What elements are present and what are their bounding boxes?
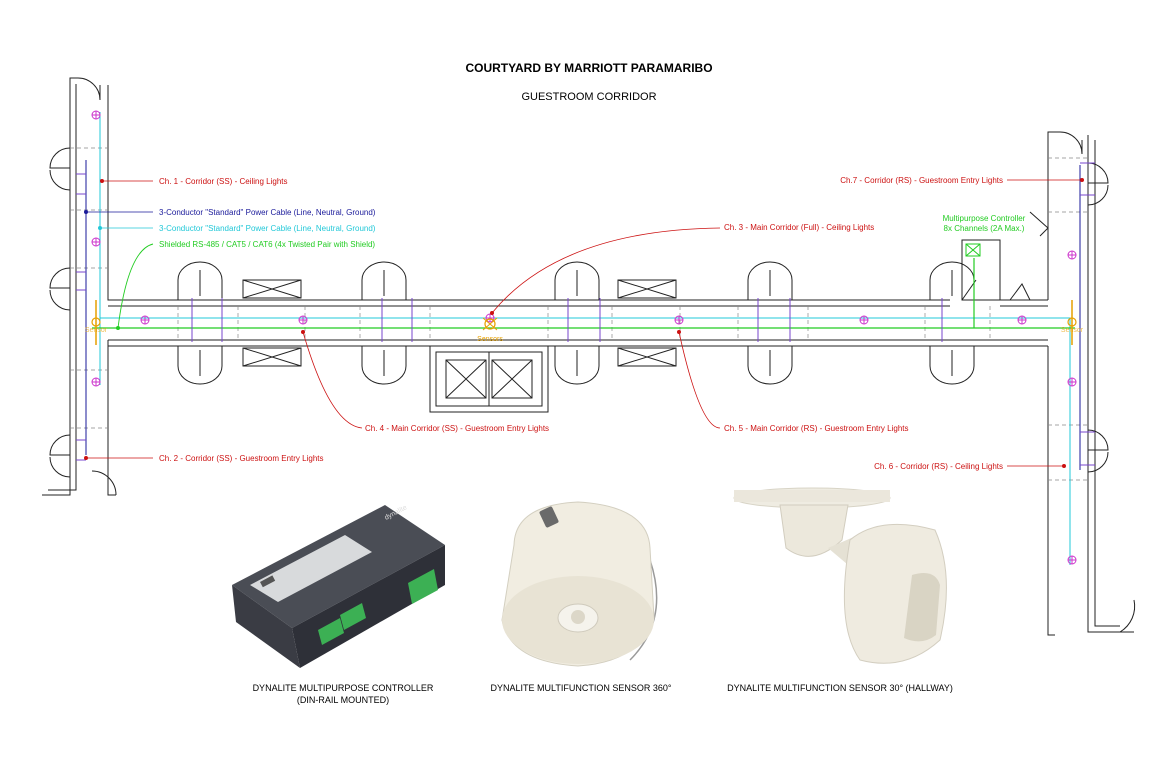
cables: [76, 112, 1095, 565]
ceiling-light-icons: [91, 110, 1077, 565]
product-sensor-360-image: [501, 501, 658, 667]
diagram-title: COURTYARD BY MARRIOTT PARAMARIBO: [465, 61, 712, 75]
sensor-label-center: Sensors: [477, 336, 503, 343]
label-ch7: Ch.7 - Corridor (RS) - Guestroom Entry L…: [840, 176, 1003, 185]
left-wing-walls: [42, 77, 178, 496]
label-ch4: Ch. 4 - Main Corridor (SS) - Guestroom E…: [365, 424, 549, 433]
ceiling-light-icon: [674, 315, 684, 325]
elevator-block: [429, 345, 549, 413]
callout-dots: [84, 178, 1084, 468]
ceiling-light-icon: [298, 315, 308, 325]
ceiling-light-icon: [91, 110, 101, 120]
controller-icon: [965, 243, 981, 257]
shaft-boxes: [242, 279, 677, 367]
ceiling-light-icon: [1017, 315, 1027, 325]
legend-power-cable-navy: 3-Conductor "Standard" Power Cable (Line…: [159, 208, 376, 217]
product-controller-image: dynalite: [232, 504, 445, 668]
product-sensor-30-image: [733, 487, 947, 664]
ceiling-light-icon: [91, 377, 101, 387]
upper-door-pods: [177, 261, 975, 300]
right-wing-walls: [1029, 131, 1136, 636]
controller-label-line1: Multipurpose Controller: [943, 214, 1026, 223]
sensor-icon-right: [1067, 300, 1077, 345]
caption-controller-line1: DYNALITE MULTIPURPOSE CONTROLLER: [253, 683, 434, 693]
ceiling-light-icon: [91, 237, 101, 247]
label-ch5: Ch. 5 - Main Corridor (RS) - Guestroom E…: [724, 424, 909, 433]
diagram-subtitle: GUESTROOM CORRIDOR: [521, 91, 656, 103]
legend-power-cable-cyan: 3-Conductor "Standard" Power Cable (Line…: [159, 224, 376, 233]
label-ch1: Ch. 1 - Corridor (SS) - Ceiling Lights: [159, 177, 287, 186]
callout-leaders: [86, 179, 1082, 467]
legend-data-cable: Shielded RS-485 / CAT5 / CAT6 (4x Twiste…: [159, 240, 375, 249]
sensor-icon-left: [91, 300, 101, 345]
sensor-label-left: Sensor: [85, 327, 108, 334]
label-ch2: Ch. 2 - Corridor (SS) - Guestroom Entry …: [159, 454, 324, 463]
ceiling-light-icon: [1067, 377, 1077, 387]
sensor-icons: [91, 300, 1077, 345]
caption-controller-line2: (DIN-RAIL MOUNTED): [297, 695, 389, 705]
ceiling-light-icon: [485, 313, 495, 323]
ceiling-light-icon: [859, 315, 869, 325]
lower-door-pods: [177, 346, 975, 385]
sensor-icon-center: [482, 317, 498, 331]
ceiling-light-icon: [1067, 555, 1077, 565]
ceiling-light-icon: [140, 315, 150, 325]
caption-sensor-30: DYNALITE MULTIFUNCTION SENSOR 30° (HALLW…: [727, 683, 953, 693]
caption-sensor-360: DYNALITE MULTIFUNCTION SENSOR 360°: [491, 683, 672, 693]
label-ch3: Ch. 3 - Main Corridor (Full) - Ceiling L…: [724, 223, 874, 232]
main-corridor-walls: [108, 239, 1048, 413]
controller-label-line2: 8x Channels (2A Max.): [944, 224, 1025, 233]
sensor-label-right: Sensor: [1061, 327, 1084, 334]
label-ch6: Ch. 6 - Corridor (RS) - Ceiling Lights: [874, 462, 1003, 471]
ceiling-light-icon: [1067, 250, 1077, 260]
